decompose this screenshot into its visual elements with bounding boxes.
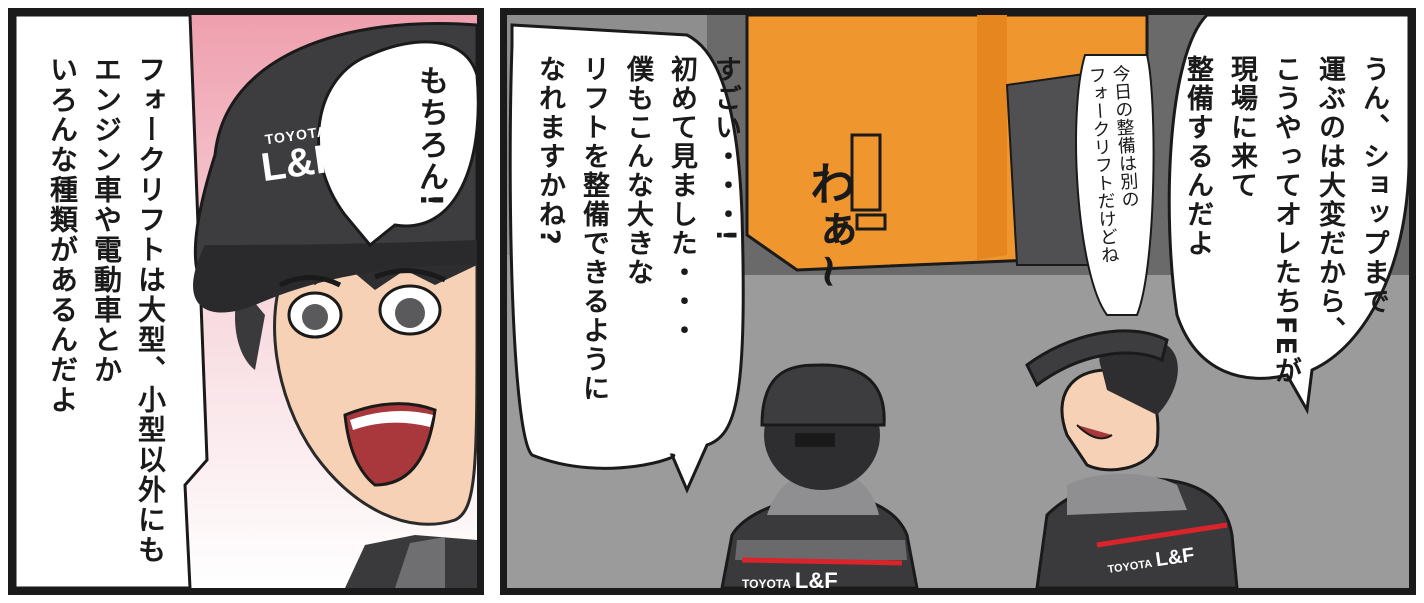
cap-logo: TOYOTA L&F [256,122,342,191]
manga-panel-left: フォークリフトは大型、小型以外にも エンジン車や電動車とか いろんな種類があるん… [8,8,484,595]
bubble-text-mochiron: もちろん! [413,65,448,209]
sfx-waa: わぁ~ [803,160,857,291]
right-panel-artwork [507,15,1409,588]
jacket-logo-left: TOYOTA L&F [742,568,838,593]
left-panel-artwork [15,15,477,588]
jacket-logo-left-lf: L&F [794,568,838,593]
jacket-logo-left-toyota: TOYOTA [742,577,791,591]
narration-text: フォークリフトは大型、小型以外にも エンジン車や電動車とか いろんな種類があるん… [46,55,167,565]
cap-logo-lf: L&F [258,135,342,191]
bubble-text-sugoi: すごい・・・! 初めて見ました・・・ 僕もこんな大きな リフトを整備できるように… [534,55,741,403]
jacket-logo-right-toyota: TOYOTA [1106,557,1154,577]
bubble-text-un: うん、ショップまで 運ぶのは大変だから、 こうやってオレたちFEが 現場に来て … [1182,55,1389,386]
manga-panel-right: すごい・・・! 初めて見ました・・・ 僕もこんな大きな リフトを整備できるように… [500,8,1416,595]
